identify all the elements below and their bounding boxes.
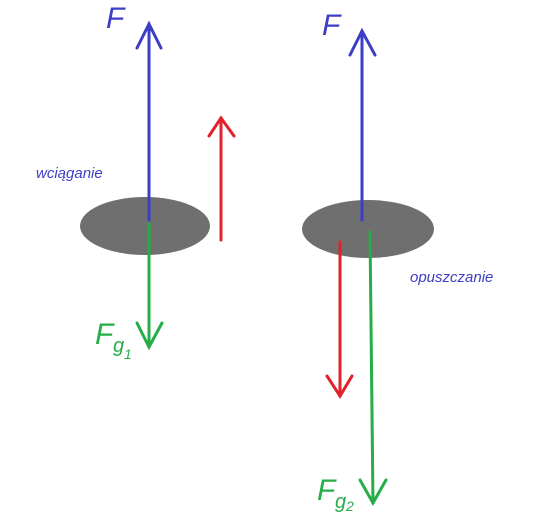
- right-system: F opuszczanie Fg2: [302, 9, 493, 514]
- right-force-arrow: [348, 27, 377, 222]
- left-force-arrow: [135, 20, 163, 222]
- right-weight-label: Fg2: [317, 474, 354, 514]
- left-motion-label: wciąganie: [36, 165, 103, 182]
- left-motion-arrow-up: [207, 115, 236, 242]
- left-weight-label: Fg1: [95, 318, 132, 362]
- right-motion-label: opuszczanie: [410, 269, 493, 286]
- left-force-label: F: [106, 2, 126, 35]
- right-force-label: F: [322, 9, 342, 42]
- right-disk: [302, 200, 434, 258]
- right-weight-arrow: [358, 230, 388, 507]
- left-disk: [80, 197, 210, 255]
- left-system: F wciąganie Fg1: [36, 2, 236, 362]
- right-motion-arrow-down: [325, 240, 354, 399]
- left-weight-arrow: [135, 222, 164, 351]
